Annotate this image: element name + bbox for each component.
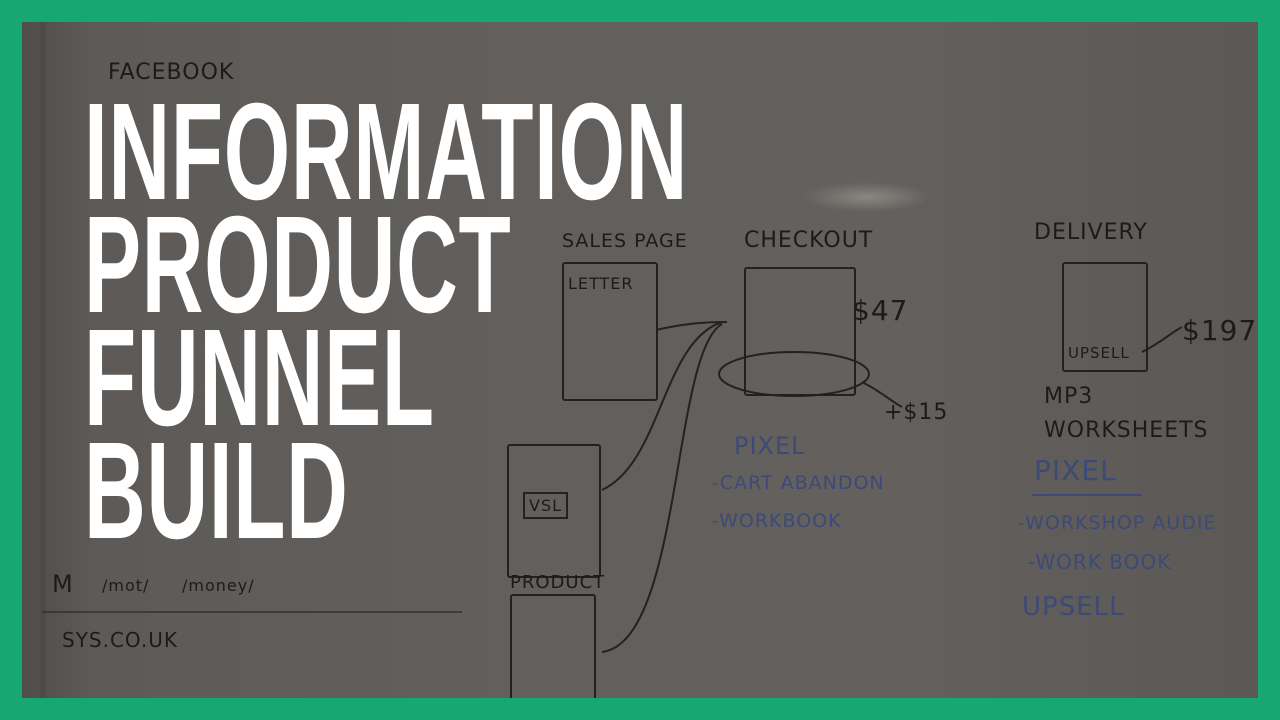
checkout-note: CHECKOUT	[744, 228, 874, 253]
delivery-pixel: PIXEL	[1034, 454, 1117, 487]
product-page-sketch	[510, 594, 596, 698]
sketch-lines	[42, 321, 1183, 653]
checkout-item: -WORKBOOK	[712, 510, 842, 532]
vsl-note: VSL	[523, 492, 569, 519]
delivery-pixel-item: -WORKSHOP AUDIE	[1018, 512, 1217, 534]
delivery-item: MP3	[1044, 384, 1094, 409]
left-note: SYS.CO.UK	[62, 628, 178, 652]
light-glare	[802, 182, 932, 212]
facebook-note: FACEBOOK	[108, 60, 235, 85]
sales-page-note: SALES PAGE	[562, 230, 688, 252]
left-note: /mot/	[102, 576, 150, 595]
title-line: FUNNEL	[84, 301, 435, 455]
left-note: /money/	[182, 576, 255, 595]
checkout-price: $47	[852, 294, 909, 327]
thumbnail-title: INFORMATION PRODUCT FUNNEL BUILD	[84, 75, 689, 568]
checkout-item: -CART ABANDON	[712, 472, 885, 494]
left-note: M	[52, 570, 74, 598]
delivery-pixel-item: -WORK BOOK	[1028, 550, 1172, 574]
checkout-sketch	[744, 267, 856, 396]
board-edge	[40, 22, 46, 698]
delivery-sketch: UPSELL	[1062, 262, 1148, 372]
product-note: PRODUCT	[510, 572, 606, 593]
delivery-note: DELIVERY	[1034, 220, 1148, 245]
delivery-item: WORKSHEETS	[1044, 418, 1209, 443]
sales-page-sketch: LETTER	[562, 262, 658, 401]
title-line: BUILD	[84, 414, 349, 568]
bump-price: +$15	[884, 400, 949, 425]
title-line: PRODUCT	[84, 188, 512, 342]
upsell-note: UPSELL	[1022, 592, 1125, 622]
upsell-price: $197	[1182, 314, 1258, 347]
upsell-box-note: UPSELL	[1068, 344, 1130, 362]
checkout-pixel: PIXEL	[734, 432, 806, 460]
letter-note: LETTER	[568, 274, 634, 293]
title-line: INFORMATION	[84, 75, 689, 229]
vsl-page-sketch: VSL	[507, 444, 601, 578]
whiteboard-photo: FACEBOOK SALES PAGE LETTER VSL PRODUCT C…	[22, 22, 1258, 698]
